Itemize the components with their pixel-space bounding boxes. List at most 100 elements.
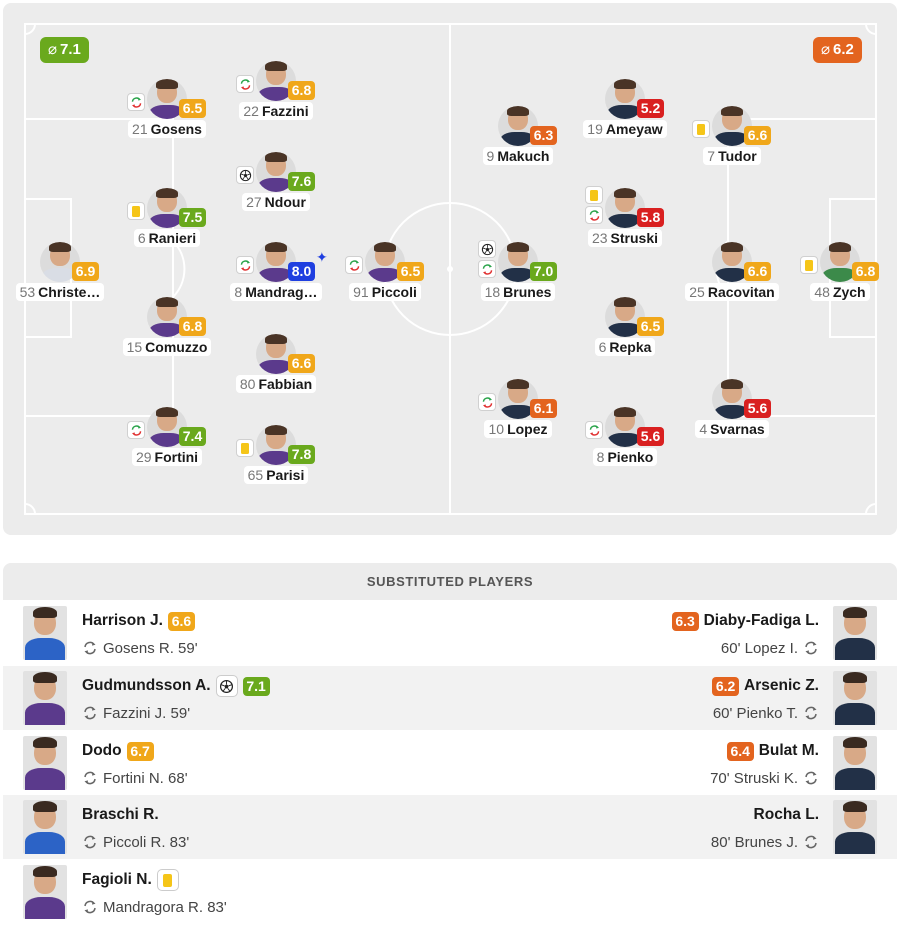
player-name: Mandrag… (245, 284, 318, 300)
player-shirt (607, 323, 643, 337)
player-number: 8 (596, 449, 605, 465)
substitute-home[interactable]: Braschi R.Piccoli R. 83' (3, 795, 443, 859)
player-shirt (367, 268, 403, 282)
player-shirt (835, 703, 875, 725)
player-shirt (258, 87, 294, 101)
yellow-card-badge (692, 120, 710, 138)
yellow-card-icon (163, 873, 173, 887)
player-shirt (835, 638, 875, 660)
substitution-icon (131, 424, 141, 436)
substitute-photo (833, 671, 877, 725)
substitute-replaced-line: Mandragora R. 83' (82, 897, 227, 917)
replaced-player: Piccoli R. 83' (103, 833, 190, 851)
substitute-row: Fagioli N.Mandragora R. 83' (3, 860, 897, 924)
player-rating: 7.8 (288, 445, 315, 464)
player-number: 7 (707, 148, 716, 164)
substitute-name: Diaby-Fadiga L. (703, 612, 819, 629)
player-shirt (42, 268, 78, 282)
substitution-icon (240, 78, 250, 90)
player-name: Repka (609, 339, 652, 355)
player-hair (843, 672, 867, 683)
player-shirt (500, 268, 536, 282)
substitute-photo (23, 800, 67, 854)
player-name: Gosens (150, 121, 202, 137)
player-name: Ameyaw (605, 121, 663, 137)
player-hair (614, 297, 636, 307)
player-rating: 6.5 (397, 262, 424, 281)
substitute-row: Braschi R.Piccoli R. 83' Rocha L. 80' Brun… (3, 795, 897, 859)
player-hair (265, 334, 287, 344)
substitute-replaced-line: 80' Brunes J. (711, 832, 819, 852)
player-name: Fazzini (261, 103, 309, 119)
substitute-photo (23, 736, 67, 790)
substitution-icon (482, 263, 492, 275)
player-rating: 7.6 (288, 172, 315, 191)
player-number: 21 (132, 121, 148, 137)
player-number: 91 (353, 284, 369, 300)
average-icon: ⌀ (821, 41, 831, 58)
substitute-photo (23, 865, 67, 919)
player-rating: 7.0 (530, 262, 557, 281)
player-number: 6 (598, 339, 607, 355)
player-shirt (500, 132, 536, 146)
player-shirt (822, 268, 858, 282)
player-number: 48 (814, 284, 830, 300)
yellow-card-badge (585, 186, 603, 204)
player-hair (843, 607, 867, 618)
yellow-card-icon (697, 123, 705, 135)
substitution-icon (84, 641, 96, 655)
player-number: 8 (234, 284, 243, 300)
substitute-name: Rocha L. (753, 806, 819, 823)
player-rating: 5.8 (637, 208, 664, 227)
substitute-rating: 6.2 (712, 676, 740, 696)
player-number: 6 (137, 230, 146, 246)
substitution-badge (127, 421, 145, 439)
player-name: Svarnas (710, 421, 765, 437)
player-rating: 6.8 (852, 262, 879, 281)
player-hair (265, 61, 287, 71)
substitute-replaced-line: Fortini N. 68' (82, 768, 188, 788)
player-shirt (714, 405, 750, 419)
substitution-badge (236, 256, 254, 274)
substitute-photo (833, 800, 877, 854)
player-name: Ndour (264, 194, 306, 210)
player-name: Pienko (607, 449, 654, 465)
substitute-away[interactable]: Rocha L. 80' Brunes J. (457, 795, 897, 859)
ball-badge (478, 240, 496, 258)
player-photo (605, 79, 645, 119)
replaced-player: Gosens R. 59' (103, 639, 198, 657)
ball-badge (236, 166, 254, 184)
substitute-rating: 7.1 (242, 676, 270, 696)
substitution-icon (240, 259, 250, 271)
player-hair (33, 607, 57, 618)
substitute-home[interactable]: Fagioli N.Mandragora R. 83' (3, 860, 443, 924)
player-name: Zych (832, 284, 866, 300)
player-hair (829, 242, 851, 252)
player-number: 22 (243, 103, 259, 119)
replaced-player: 60' Lopez I. (720, 639, 798, 657)
substitute-name: Gudmundsson A. (82, 677, 211, 694)
player-shirt (258, 451, 294, 465)
substitution-icon (589, 424, 599, 436)
